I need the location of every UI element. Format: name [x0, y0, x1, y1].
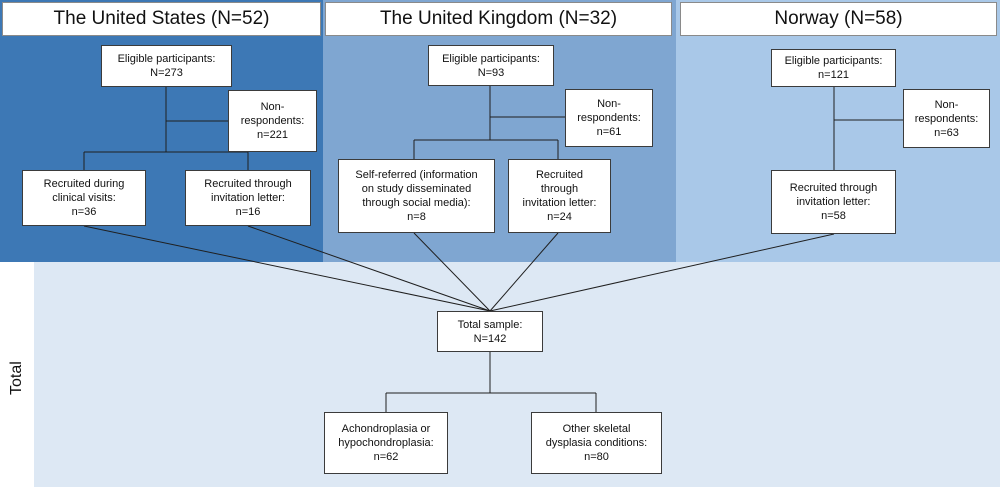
total-label-strip [0, 262, 34, 487]
total-sample-box: Total sample:N=142 [437, 311, 543, 352]
us-eligible-box: Eligible participants:N=273 [101, 45, 232, 87]
us-nonrespondents-box: Non-respondents:n=221 [228, 90, 317, 152]
total-label: Total [8, 361, 25, 395]
uk-header: The United Kingdom (N=32) [325, 2, 672, 36]
uk-eligible-box: Eligible participants:N=93 [428, 45, 554, 86]
uk-nonrespondents-box: Non-respondents:n=61 [565, 89, 653, 147]
norway-header: Norway (N=58) [680, 2, 997, 36]
us-header: The United States (N=52) [2, 2, 321, 36]
norway-nonrespondents-box: Non-respondents:n=63 [903, 89, 990, 148]
norway-eligible-box: Eligible participants:n=121 [771, 49, 896, 87]
